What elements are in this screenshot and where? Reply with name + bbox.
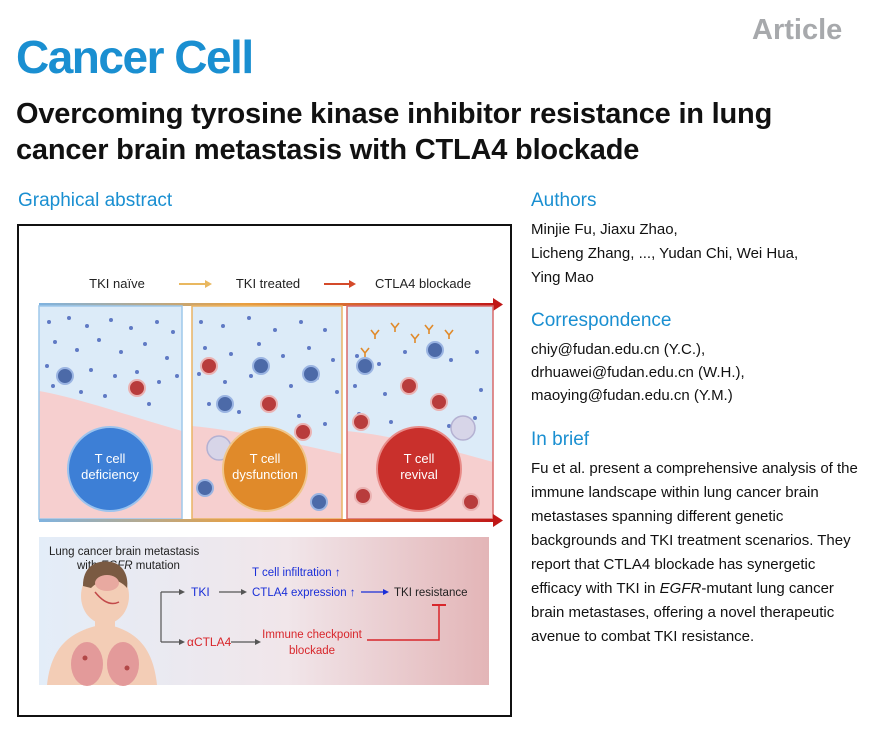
in-brief-text: Fu et al. present a comprehensive analys… xyxy=(531,457,861,649)
correspondence-email[interactable]: maoying@fudan.edu.cn (Y.M.) xyxy=(531,387,733,404)
panel-ctla4-blockade xyxy=(347,306,493,519)
progression-arrow-top-head xyxy=(493,298,503,311)
in-brief-gene: EGFR xyxy=(659,580,702,597)
stage-arrow-2-head xyxy=(349,280,356,288)
flow-tki-arrow-head xyxy=(241,589,247,595)
panel-label-line2-tki-naive: deficiency xyxy=(81,467,139,482)
correspondence-email[interactable]: chiy@fudan.edu.cn (Y.C.), xyxy=(531,341,706,358)
progression-arrow-bottom-head xyxy=(493,514,503,527)
flow-immune-checkpoint-line1: Immune checkpoint xyxy=(262,629,363,641)
flow-branch-top-head xyxy=(179,589,185,595)
panel-tki-naive xyxy=(39,306,182,519)
correspondence-list: chiy@fudan.edu.cn (Y.C.), drhuawei@fudan… xyxy=(531,338,861,407)
correspondence-email[interactable]: drhuawei@fudan.edu.cn (W.H.), xyxy=(531,364,745,381)
in-brief-heading: In brief xyxy=(531,429,590,450)
panel-label-line2-ctla4-blockade: revival xyxy=(400,467,438,482)
correspondence-heading: Correspondence xyxy=(531,310,672,331)
flow-immune-checkpoint-line2: blockade xyxy=(289,645,335,657)
graphical-abstract-figure: TKI naïve TKI treated CTLA4 blockade T c… xyxy=(17,224,512,717)
flow-inhibition-line xyxy=(367,606,440,641)
article-title: Overcoming tyrosine kinase inhibitor res… xyxy=(16,98,773,166)
patient-caption-line1: Lung cancer brain metastasis xyxy=(49,546,199,558)
in-brief-part2: -mutant lung cancer brain metastases, of… xyxy=(531,580,835,645)
sidebar-summary: Authors Minjie Fu, Jiaxu Zhao, Licheng Z… xyxy=(531,190,861,649)
authors-line: Licheng Zhang, ..., Yudan Chi, Wei Hua, xyxy=(531,245,799,262)
flow-to-resistance-arrow-head xyxy=(383,589,389,595)
authors-line: Ying Mao xyxy=(531,269,594,286)
journal-name: Cancer Cell xyxy=(16,31,254,83)
stage-arrow-1-head xyxy=(205,280,212,288)
flow-branch-bottom-head xyxy=(179,639,185,645)
authors-line: Minjie Fu, Jiaxu Zhao, xyxy=(531,221,678,238)
stage-label-ctla4-blockade: CTLA4 blockade xyxy=(375,276,471,291)
stage-label-tki-naive: TKI naïve xyxy=(89,276,145,291)
graphical-abstract-svg: TKI naïve TKI treated CTLA4 blockade T c… xyxy=(38,276,503,686)
flow-actla4-arrow-head xyxy=(255,639,261,645)
authors-heading: Authors xyxy=(531,190,597,211)
flow-actla4-label: αCTLA4 xyxy=(187,635,232,649)
in-brief-part1: Fu et al. present a comprehensive analys… xyxy=(531,460,858,597)
panel-label-line1-tki-naive: T cell xyxy=(95,451,126,466)
panel-tki-treated xyxy=(192,306,342,519)
article-type-label: Article xyxy=(752,14,843,46)
progression-arrow-top xyxy=(39,303,494,306)
progression-arrow-bottom xyxy=(39,519,494,522)
flow-ctla4-expression: CTLA4 expression ↑ xyxy=(252,587,356,599)
patient-illustration xyxy=(47,561,157,686)
flow-tcell-infiltration: T cell infiltration ↑ xyxy=(252,567,341,579)
flow-tki-resistance: TKI resistance xyxy=(394,587,468,599)
flow-tki-label: TKI xyxy=(191,585,210,599)
graphical-abstract-heading: Graphical abstract xyxy=(18,190,173,211)
stage-label-tki-treated: TKI treated xyxy=(236,276,300,291)
panel-label-line2-tki-treated: dysfunction xyxy=(232,467,298,482)
authors-list: Minjie Fu, Jiaxu Zhao, Licheng Zhang, ..… xyxy=(531,218,861,290)
panel-label-line1-ctla4-blockade: T cell xyxy=(404,451,435,466)
panel-label-line1-tki-treated: T cell xyxy=(250,451,281,466)
